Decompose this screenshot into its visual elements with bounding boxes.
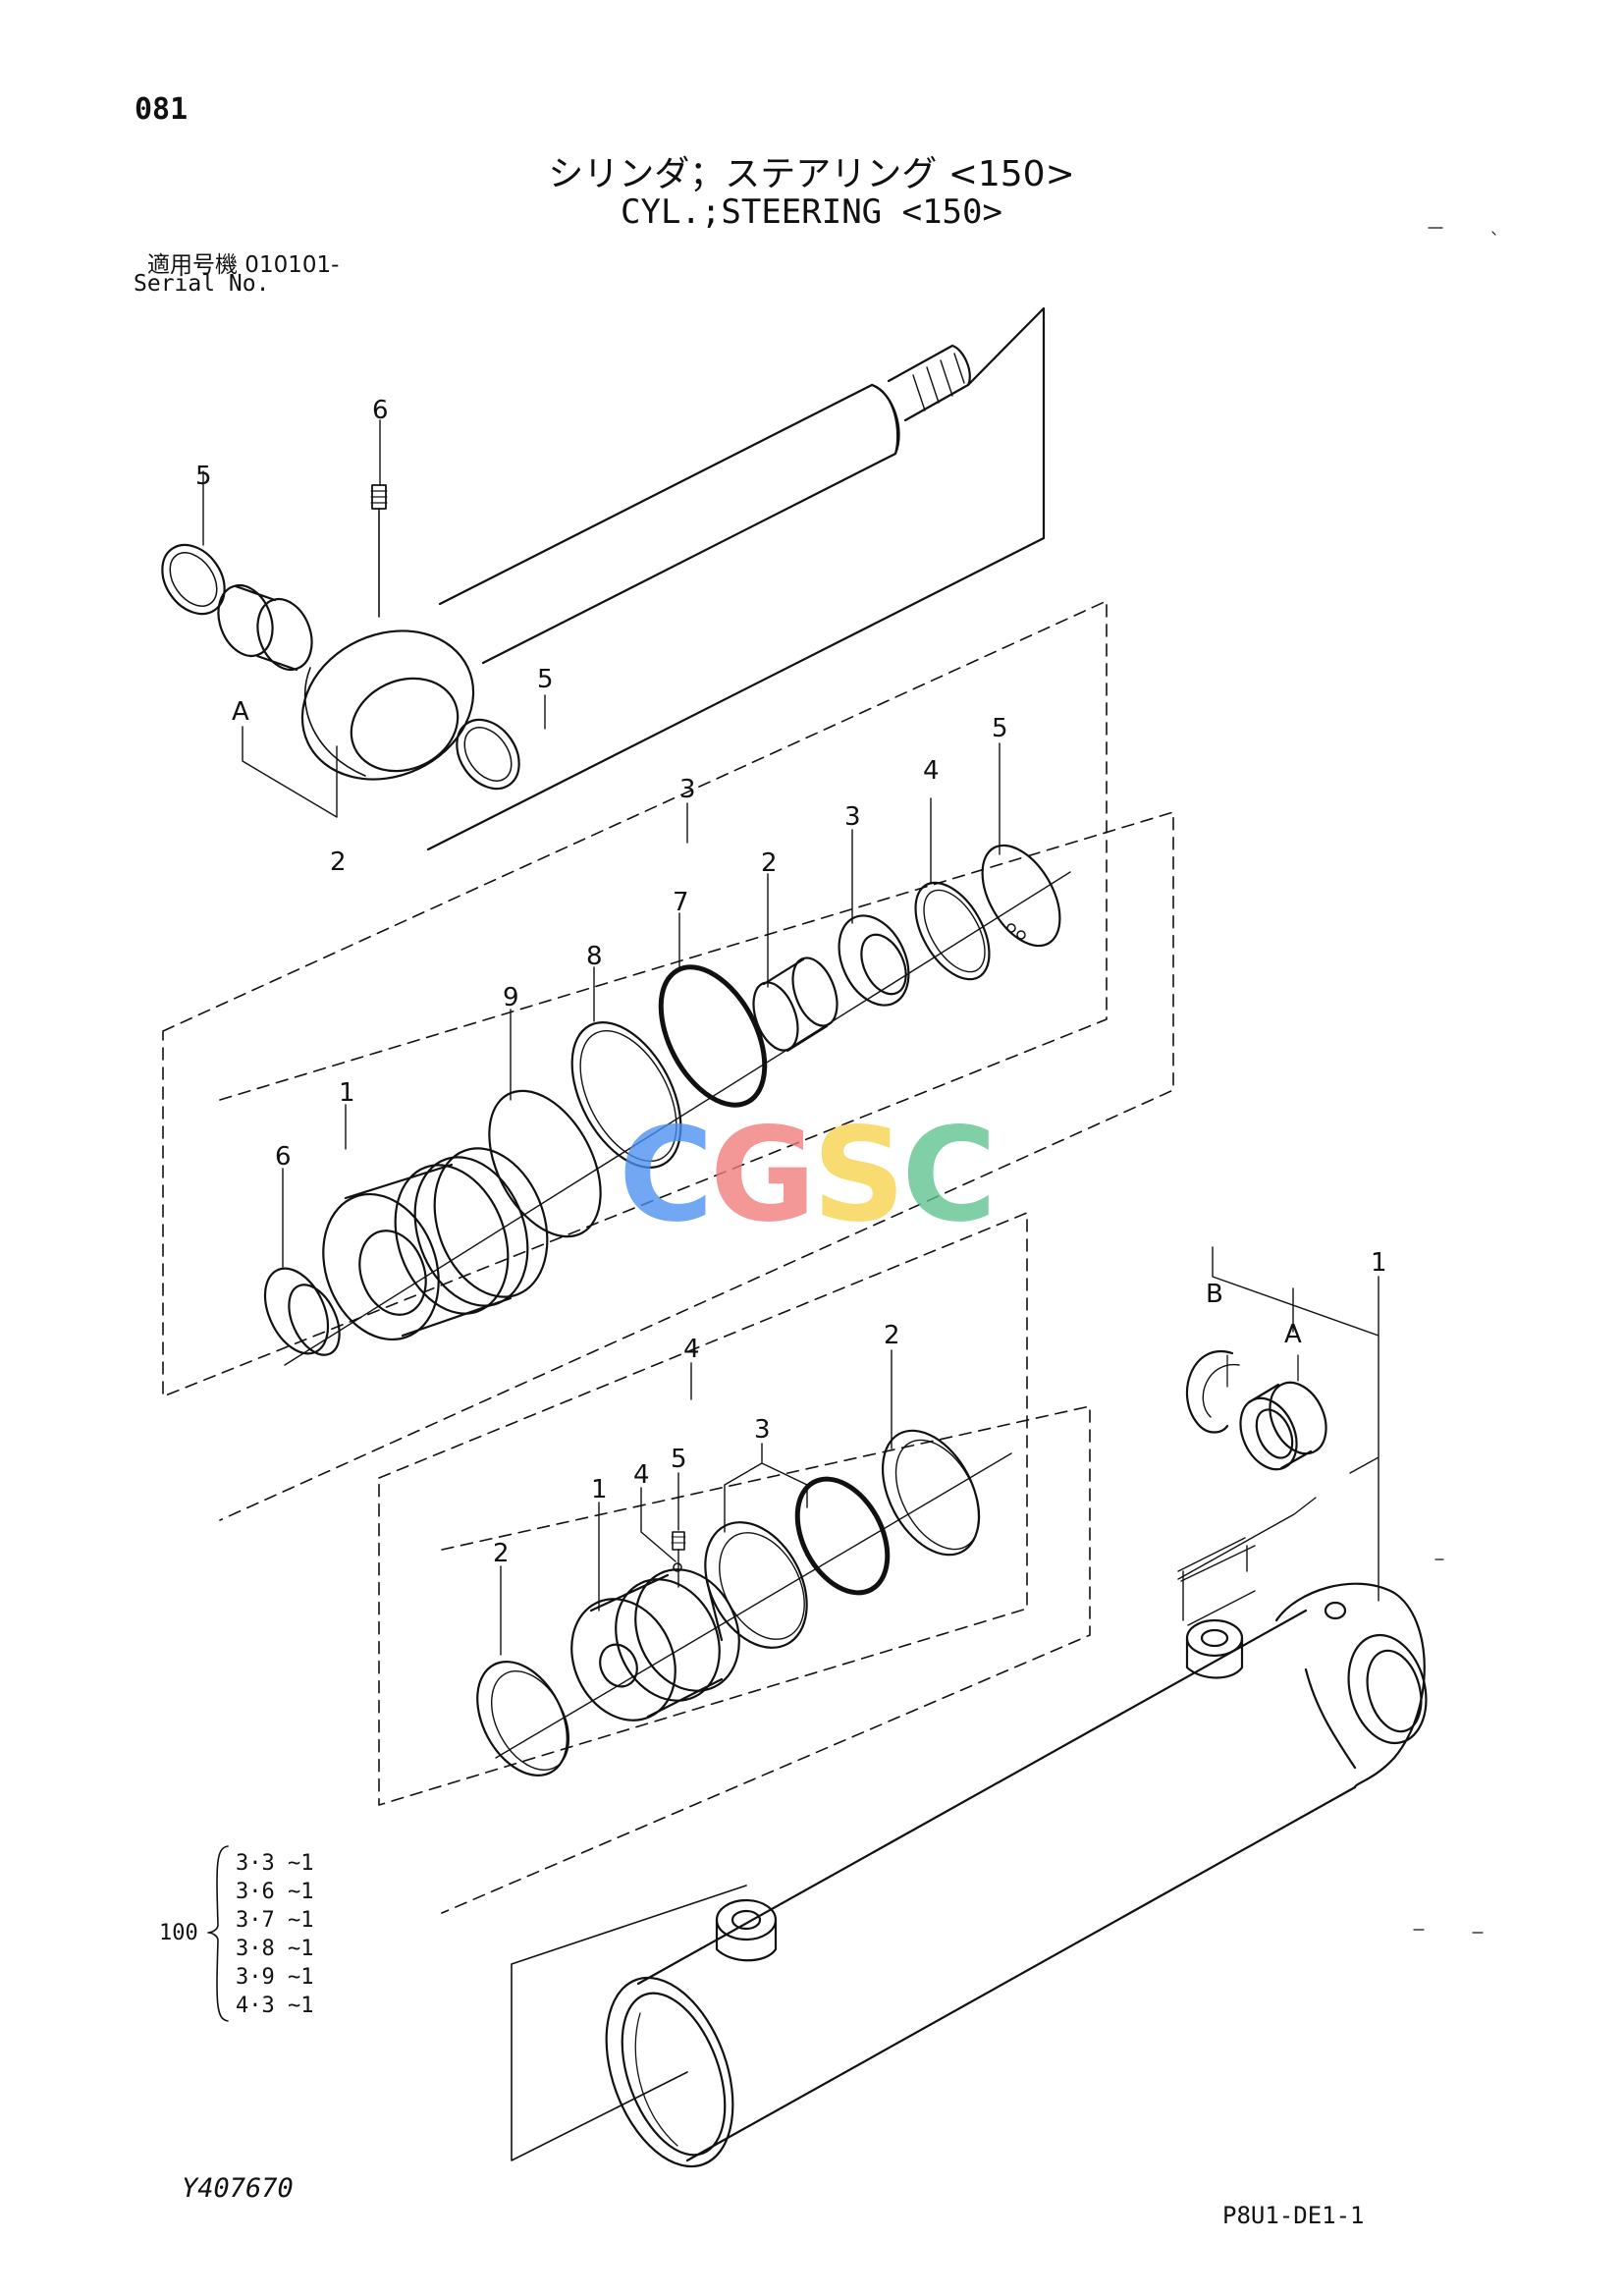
watermark-letter-3: S	[812, 1100, 905, 1251]
wear-ring-right	[881, 1429, 981, 1557]
figure-code: Y407670	[182, 2173, 294, 2204]
gland-kit-frame-inner	[219, 811, 1174, 1521]
wear-ring-left	[476, 1661, 569, 1777]
callout-tube-A: A	[1284, 1320, 1302, 1349]
backup-ring-4	[914, 881, 991, 981]
dust-seal-right	[456, 718, 520, 791]
callout-gland-3: 3	[679, 775, 696, 804]
piston-rod	[438, 383, 900, 665]
gland-assembly: 3 1 6 9 8 7 2 3 4 5	[162, 600, 1174, 1521]
snap-ring-5	[981, 844, 1061, 948]
serial-label-english: Serial No.	[134, 271, 270, 297]
callout-gland-2: 2	[761, 848, 778, 878]
callout-gland-5: 5	[992, 714, 1008, 743]
rod-eye-bushing	[217, 584, 313, 672]
serial-label-japanese: 適用号機 010101-	[147, 252, 340, 278]
piston-body	[570, 1568, 740, 1722]
callout-piston-1: 1	[591, 1475, 608, 1504]
seal-kit-100: 100 3·3 ~1 3·6 ~1 3·7 ~1 3·8 ~1 3·9 ~1 4…	[159, 1845, 313, 2022]
rod-thread	[870, 344, 971, 456]
rod-eye	[300, 629, 475, 781]
callout-gland-8: 8	[586, 942, 603, 971]
piston-seal-ring	[704, 1521, 808, 1649]
callout-rod-6: 6	[372, 396, 389, 425]
oring-7	[658, 964, 768, 1108]
title-english: CYL.;STEERING <150>	[621, 192, 1002, 232]
callout-rod-A: A	[232, 697, 249, 727]
callout-piston-2: 2	[493, 1539, 510, 1568]
cylinder-tube-assembly: 1 B A	[511, 1246, 1428, 2168]
callout-rod-5: 5	[195, 462, 212, 491]
rod-seal-3	[838, 914, 910, 1007]
cushion-bearing-A	[1239, 1381, 1327, 1471]
set-screw-5	[671, 1531, 686, 1588]
cushion-snap-ring-B	[1185, 1350, 1240, 1434]
dust-seal-left	[161, 543, 226, 616]
gland-body	[322, 1147, 549, 1341]
tube-port-top	[1185, 1618, 1244, 1679]
piston-assembly: 4 2 1 4 5 3 2	[378, 1212, 1091, 1914]
callout-gland-7: 7	[673, 888, 689, 917]
callout-tube-B: B	[1206, 1280, 1223, 1309]
kit-item-4: 3·8 ~1	[236, 1937, 313, 1961]
grease-fitting	[370, 484, 388, 618]
watermark-letter-4: C	[901, 1100, 997, 1251]
kit-item-1: 3·3 ~1	[236, 1851, 313, 1876]
kit-item-3: 3·7 ~1	[236, 1908, 313, 1933]
title-japanese: シリンダ；ステアリング <150>	[548, 154, 1075, 194]
callout-piston-4b: 4	[633, 1460, 650, 1490]
callout-gland-9: 9	[503, 983, 519, 1012]
callout-piston-2b: 2	[884, 1321, 900, 1350]
callout-rod-2: 2	[330, 847, 347, 877]
kit-item-6: 4·3 ~1	[236, 1994, 313, 2018]
backup-ring-9	[488, 1089, 602, 1238]
callout-piston-4: 4	[683, 1335, 700, 1364]
gland-kit-frame-outer	[162, 600, 1108, 1397]
callout-gland-6: 6	[275, 1142, 292, 1172]
rod-end-frame	[426, 306, 1046, 851]
gland-seal-6	[263, 1267, 341, 1356]
kit-number: 100	[159, 1921, 198, 1945]
callout-piston-3: 3	[754, 1415, 771, 1445]
kit-item-5: 3·9 ~1	[236, 1965, 313, 1990]
watermark-logo: CGSC	[619, 1100, 997, 1251]
piston-kit-frame-inner	[441, 1405, 1091, 1914]
tube-port-bottom	[715, 1898, 778, 1962]
steel-ball-4	[673, 1562, 682, 1572]
callout-gland-3b: 3	[844, 802, 861, 832]
watermark-letter-1: C	[619, 1100, 714, 1251]
callout-piston-5: 5	[671, 1445, 687, 1474]
kit-item-2: 3·6 ~1	[236, 1880, 313, 1904]
page-code: P8U1-DE1-1	[1222, 2202, 1365, 2229]
page-number: 081	[135, 92, 189, 127]
oring-8	[570, 1021, 682, 1169]
watermark-letter-2: G	[709, 1100, 816, 1251]
callout-tube-1: 1	[1371, 1248, 1387, 1278]
piston-oring	[794, 1476, 891, 1596]
callout-gland-4: 4	[923, 756, 940, 786]
piston-rod-assembly: 5 6 5 A 2	[161, 306, 1046, 877]
callout-rod-5b: 5	[537, 665, 554, 694]
tube-head-eye	[1274, 1582, 1428, 1789]
callout-gland-1: 1	[339, 1078, 355, 1108]
